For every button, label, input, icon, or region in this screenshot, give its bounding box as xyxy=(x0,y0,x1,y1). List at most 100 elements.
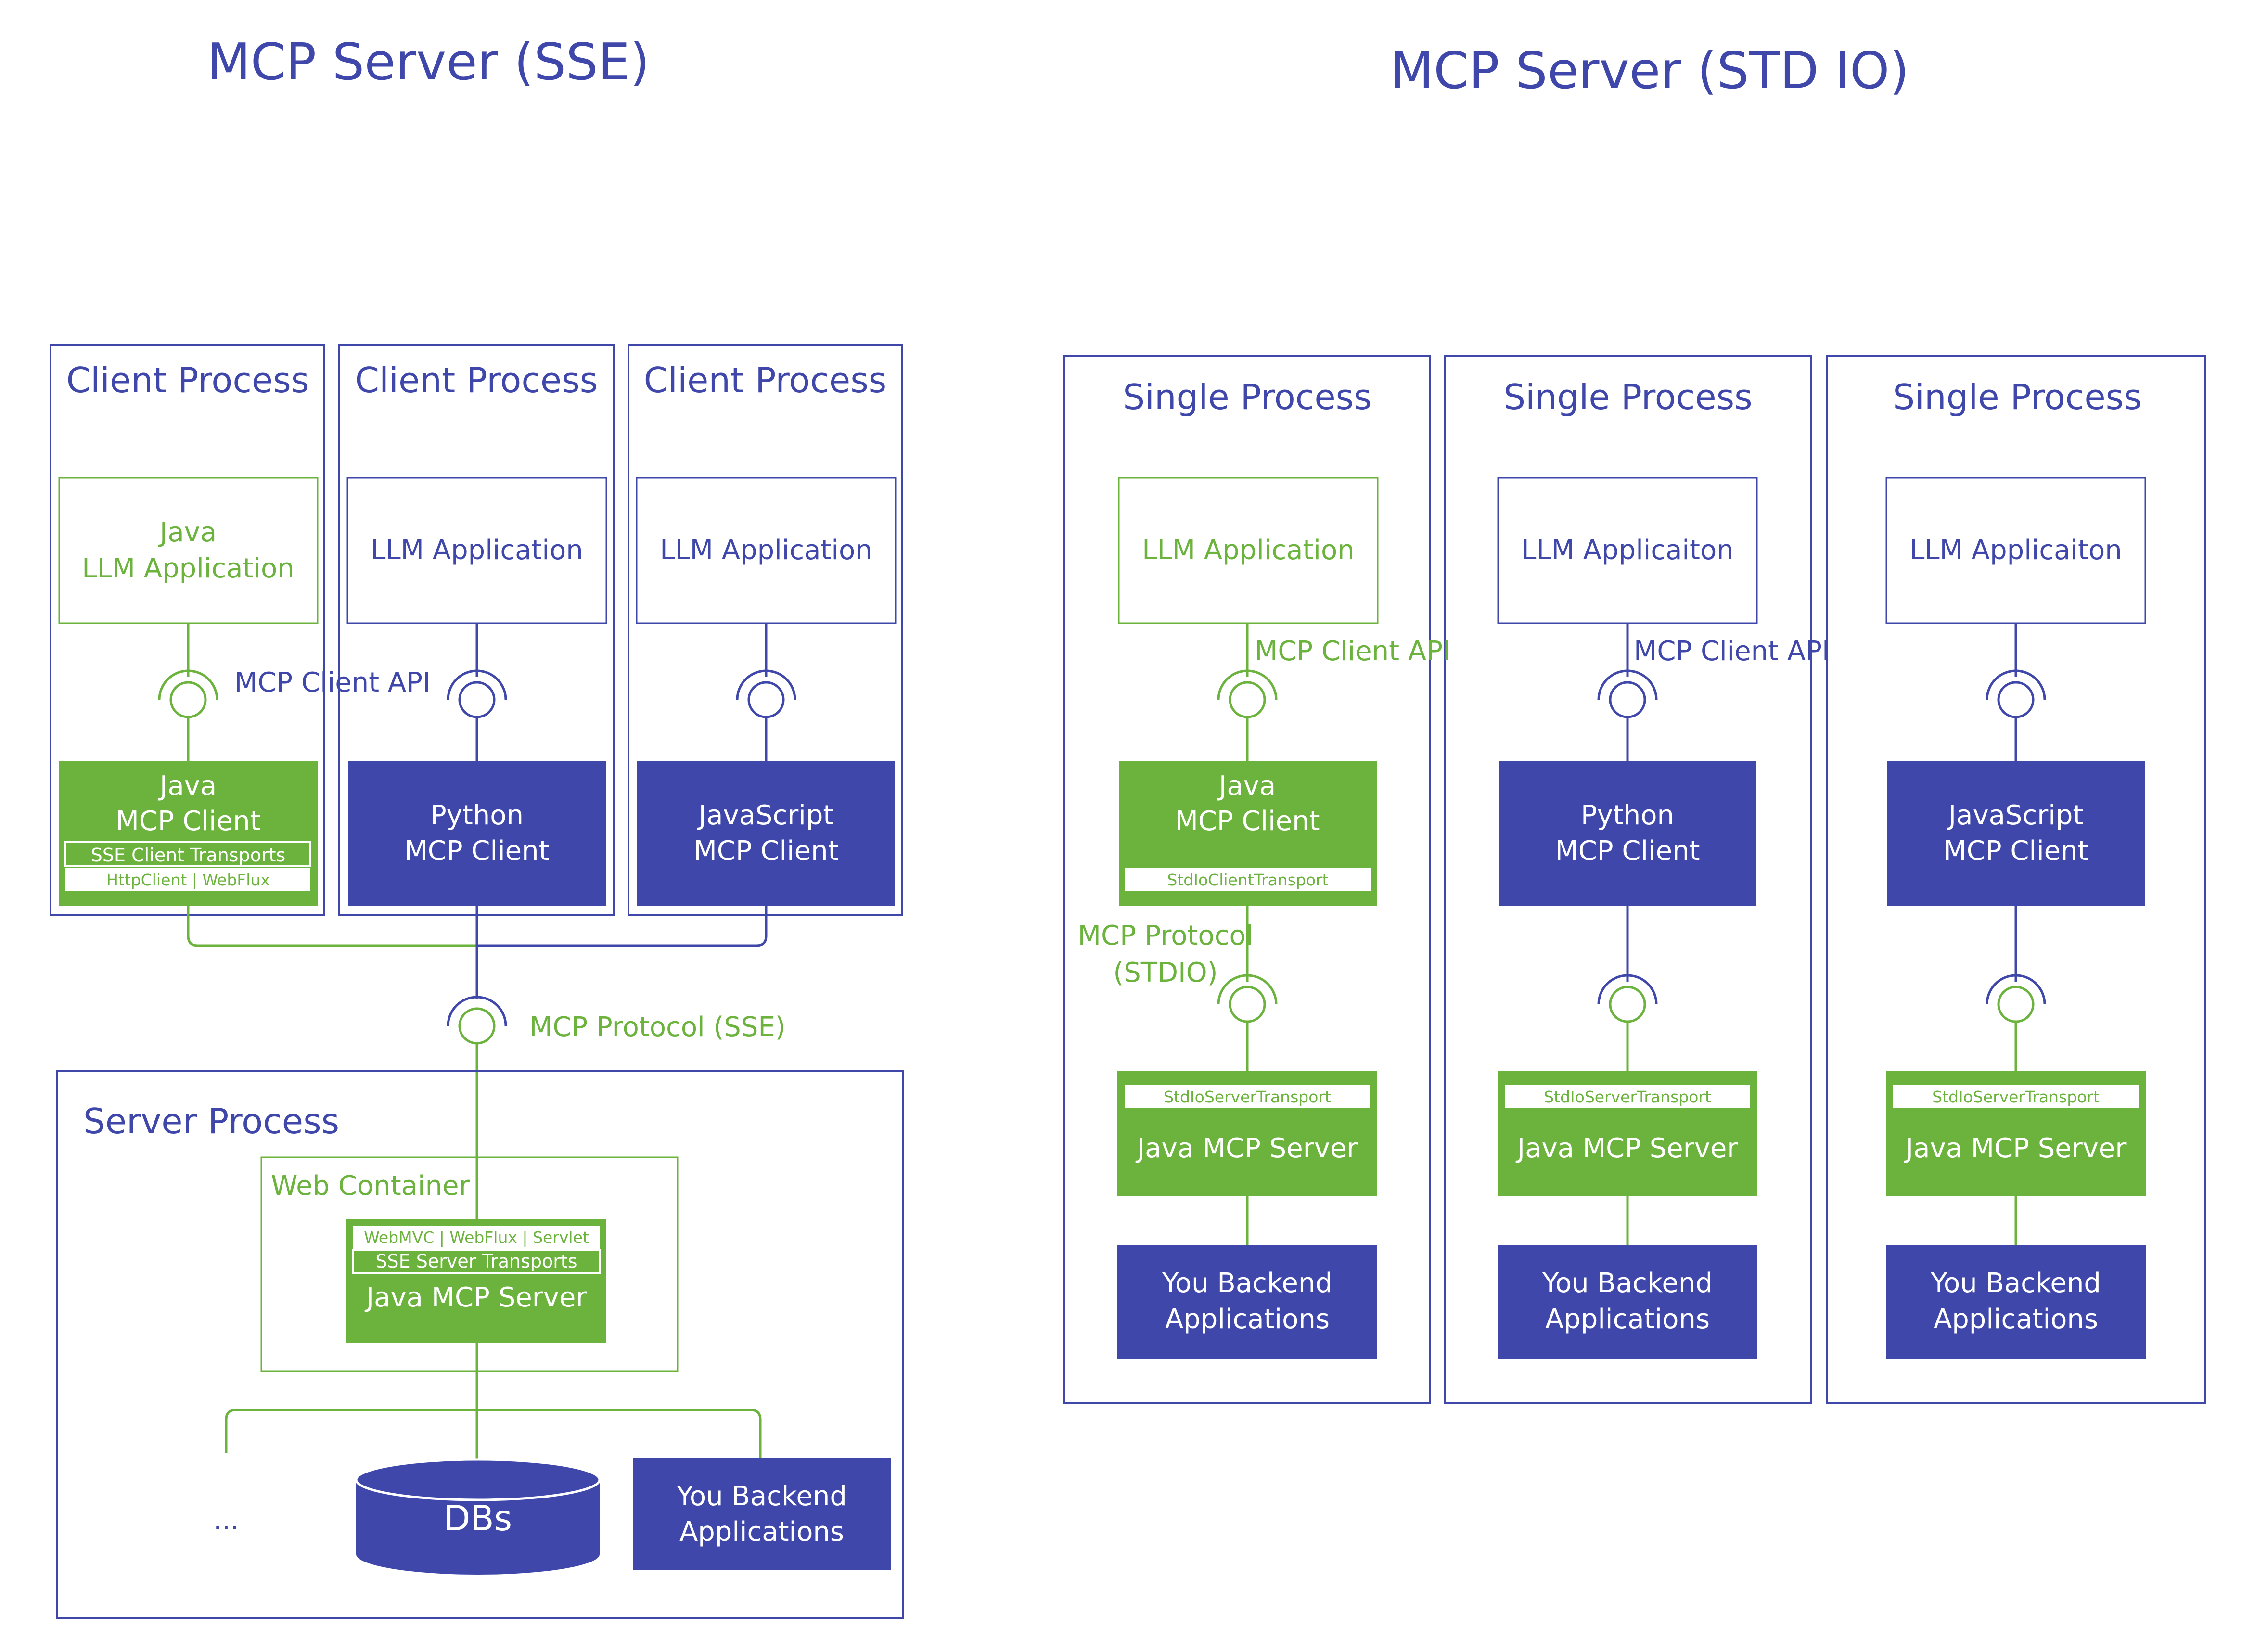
java-llm-app-line1: Java xyxy=(158,517,217,548)
stdio-client-api-connector-3 xyxy=(1986,623,2046,761)
sse-client-connections xyxy=(187,906,768,999)
stdio-server-backend-connections xyxy=(1246,1196,2017,1245)
stdio-llm-app-2-label: LLM Applicaiton xyxy=(1521,535,1733,566)
sse-protocol-connector xyxy=(447,996,507,1219)
stdio-server-1: StdIoServerTransport Java MCP Server xyxy=(1117,1071,1377,1196)
stdio-js-mcp-client-line2: MCP Client xyxy=(1943,835,2088,867)
stdio-python-mcp-client-line2: MCP Client xyxy=(1555,835,1700,867)
stdio-client-api-connector-1 xyxy=(1217,623,1278,761)
python-mcp-client-line2: MCP Client xyxy=(404,835,549,867)
stdio-python-mcp-client-line1: Python xyxy=(1581,800,1674,831)
stdio-protocol-connector-2 xyxy=(1597,906,1658,1071)
java-mcp-server-sse-label: Java MCP Server xyxy=(365,1282,588,1313)
llm-app-box-2 xyxy=(346,477,607,624)
sse-backend-line2: Applications xyxy=(679,1516,844,1548)
stdio-backend-box-2 xyxy=(1498,1245,1757,1359)
dbs-cylinder xyxy=(355,1458,601,1575)
java-llm-app-box xyxy=(58,477,319,624)
stdio-backend-box-1 xyxy=(1117,1245,1377,1359)
stdio-java-mcp-client-line1: Java xyxy=(1217,770,1276,802)
single-process-2 xyxy=(1444,355,1812,1404)
stdio-server-transport-label-2: StdIoServerTransport xyxy=(1544,1088,1711,1106)
more-backends-ellipsis: ... xyxy=(213,1505,239,1536)
client-api-connector-1 xyxy=(158,623,218,761)
single-process-1-label: Single Process xyxy=(1123,377,1371,417)
client-process-1-label: Client Process xyxy=(66,360,309,400)
stdio-llm-app-3-label: LLM Applicaiton xyxy=(1909,535,2122,566)
sse-title: MCP Server (SSE) xyxy=(207,33,650,91)
sse-server-transports-label: SSE Server Transports xyxy=(375,1251,577,1272)
stdio-backend-2-line2: Applications xyxy=(1545,1304,1710,1335)
sse-client-transports-bar xyxy=(64,841,311,867)
client-api-connector-3 xyxy=(736,623,796,761)
sse-client-transports-label: SSE Client Transports xyxy=(91,845,286,866)
httpclient-webflux-bar xyxy=(65,868,310,891)
stdio-protocol-label-line2: (STDIO) xyxy=(1113,957,1217,988)
stdio-backend-1-line2: Applications xyxy=(1165,1304,1330,1335)
stdio-backend-3-line2: Applications xyxy=(1934,1304,2098,1335)
server-backend-connections xyxy=(225,1343,762,1460)
stdio-java-mcp-server-label-2: Java MCP Server xyxy=(1516,1133,1739,1164)
mcp-client-api-label: MCP Client API xyxy=(234,667,431,698)
webmvc-webflux-servlet-label: WebMVC | WebFlux | Servlet xyxy=(364,1228,589,1247)
stdio-client-api-connector-2 xyxy=(1597,623,1658,761)
stdio-client-api-label-2: MCP Client API xyxy=(1634,636,1830,667)
stdio-llm-app-box-2 xyxy=(1497,477,1758,624)
single-process-2-label: Single Process xyxy=(1503,377,1752,417)
python-mcp-client-line1: Python xyxy=(430,800,524,831)
stdio-protocol-connector-1 xyxy=(1217,906,1278,1071)
stdio-server-3: StdIoServerTransport Java MCP Server xyxy=(1886,1071,2146,1196)
web-container-label: Web Container xyxy=(271,1170,471,1202)
single-process-3 xyxy=(1826,355,2206,1404)
stdio-client-api-label-1: MCP Client API xyxy=(1255,636,1451,667)
js-mcp-client-box xyxy=(637,761,895,906)
stdio-js-mcp-client-box xyxy=(1887,761,2145,906)
stdio-protocol-label-line1: MCP Protocol xyxy=(1078,920,1254,951)
stdio-java-mcp-server-label-3: Java MCP Server xyxy=(1904,1133,2127,1164)
server-process-box xyxy=(56,1070,904,1619)
stdio-backend-box-3 xyxy=(1886,1245,2146,1359)
httpclient-webflux-label: HttpClient | WebFlux xyxy=(106,871,270,889)
java-llm-app-line2: LLM Application xyxy=(82,553,294,584)
single-process-1 xyxy=(1063,355,1431,1404)
stdio-server-2: StdIoServerTransport Java MCP Server xyxy=(1498,1071,1757,1196)
js-mcp-client-line2: MCP Client xyxy=(693,835,838,867)
stdio-js-mcp-client-line1: JavaScript xyxy=(1947,800,2084,831)
server-process-label: Server Process xyxy=(83,1101,339,1141)
webmvc-webflux-servlet-bar xyxy=(353,1226,600,1249)
llm-app-2-label: LLM Application xyxy=(371,535,583,566)
web-container-box xyxy=(260,1156,679,1372)
stdio-title: MCP Server (STD IO) xyxy=(1390,41,1909,100)
stdio-protocol-connector-3 xyxy=(1986,906,2046,1071)
java-mcp-client-line2: MCP Client xyxy=(115,806,260,837)
sse-protocol-label: MCP Protocol (SSE) xyxy=(529,1012,786,1043)
single-process-3-label: Single Process xyxy=(1893,377,2141,417)
client-api-connector-2 xyxy=(447,623,507,761)
stdio-backend-3-line1: You Backend xyxy=(1930,1268,2101,1299)
stdio-java-mcp-client-line2: MCP Client xyxy=(1175,806,1320,837)
sse-backend-box xyxy=(633,1458,891,1570)
stdio-server-transport-bar-2 xyxy=(1505,1085,1750,1108)
stdio-client-transport-label: StdIoClientTransport xyxy=(1167,871,1328,889)
stdio-backend-1-line1: You Backend xyxy=(1162,1268,1332,1299)
llm-app-3-label: LLM Application xyxy=(660,535,872,566)
stdio-server-transport-label-1: StdIoServerTransport xyxy=(1164,1088,1331,1106)
java-mcp-client-line1: Java xyxy=(158,770,217,802)
client-process-2-label: Client Process xyxy=(355,360,598,400)
stdio-server-transport-bar-1 xyxy=(1125,1085,1370,1108)
js-mcp-client-line1: JavaScript xyxy=(697,800,834,831)
stdio-client-transport-bar xyxy=(1125,868,1371,891)
dbs-label: DBs xyxy=(444,1498,512,1538)
stdio-llm-app-box-3 xyxy=(1885,477,2146,624)
stdio-java-mcp-server-label-1: Java MCP Server xyxy=(1136,1133,1358,1164)
stdio-backend-2-line1: You Backend xyxy=(1542,1268,1713,1299)
python-mcp-client-box xyxy=(348,761,606,906)
stdio-python-mcp-client-box xyxy=(1499,761,1756,906)
sse-server-transports-bar xyxy=(352,1249,601,1274)
client-process-3-label: Client Process xyxy=(644,360,886,400)
stdio-server-transport-bar-3 xyxy=(1893,1085,2139,1108)
stdio-llm-app-1-label: LLM Application xyxy=(1142,535,1354,566)
stdio-server-transport-label-3: StdIoServerTransport xyxy=(1932,1088,2100,1106)
sse-backend-line1: You Backend xyxy=(676,1481,847,1512)
